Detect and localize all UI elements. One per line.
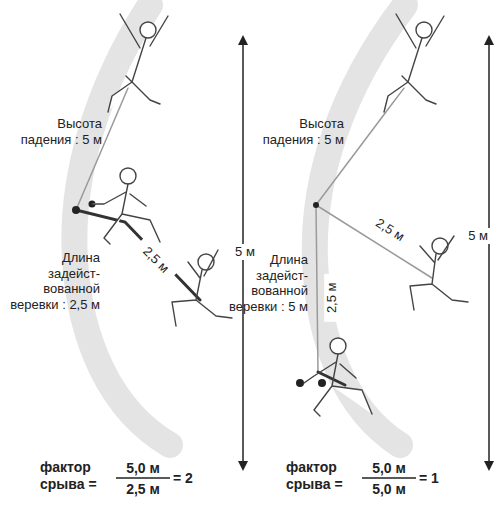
fall-height-label: Высота падения : 5 м: [16, 116, 102, 147]
dimension-value: 5 м: [456, 228, 490, 244]
rope-length: 2,5 м: [324, 274, 340, 322]
rope-length-label: Длина задейст-вованной веревки : 5 м: [216, 252, 308, 314]
fraction-numerator: 5,0 м: [116, 460, 170, 477]
anchor-point: [72, 201, 326, 388]
formula-term: фактор срыва =: [286, 459, 358, 493]
fall-height-label: Высота падения : 5 м: [256, 116, 344, 147]
fraction-numerator: 5,0 м: [362, 460, 416, 477]
dimension-value: 5 м: [228, 244, 262, 260]
rope-length: 2,5 м: [366, 210, 415, 249]
rope-length: 2,5 м: [134, 237, 179, 282]
fraction-denominator: 2,5 м: [116, 481, 170, 498]
fraction-bar: [116, 477, 416, 479]
fraction-denominator: 5,0 м: [362, 481, 416, 498]
formula-result: = 2: [173, 470, 213, 487]
rope-length-label: Длина задейст-вованной веревки : 2,5 м: [8, 250, 100, 312]
rope: [76, 88, 432, 385]
climber-figure: [92, 14, 468, 416]
rock-face: [74, 5, 405, 445]
formula-result: = 1: [419, 470, 459, 487]
formula-term: фактор срыва =: [40, 459, 112, 493]
